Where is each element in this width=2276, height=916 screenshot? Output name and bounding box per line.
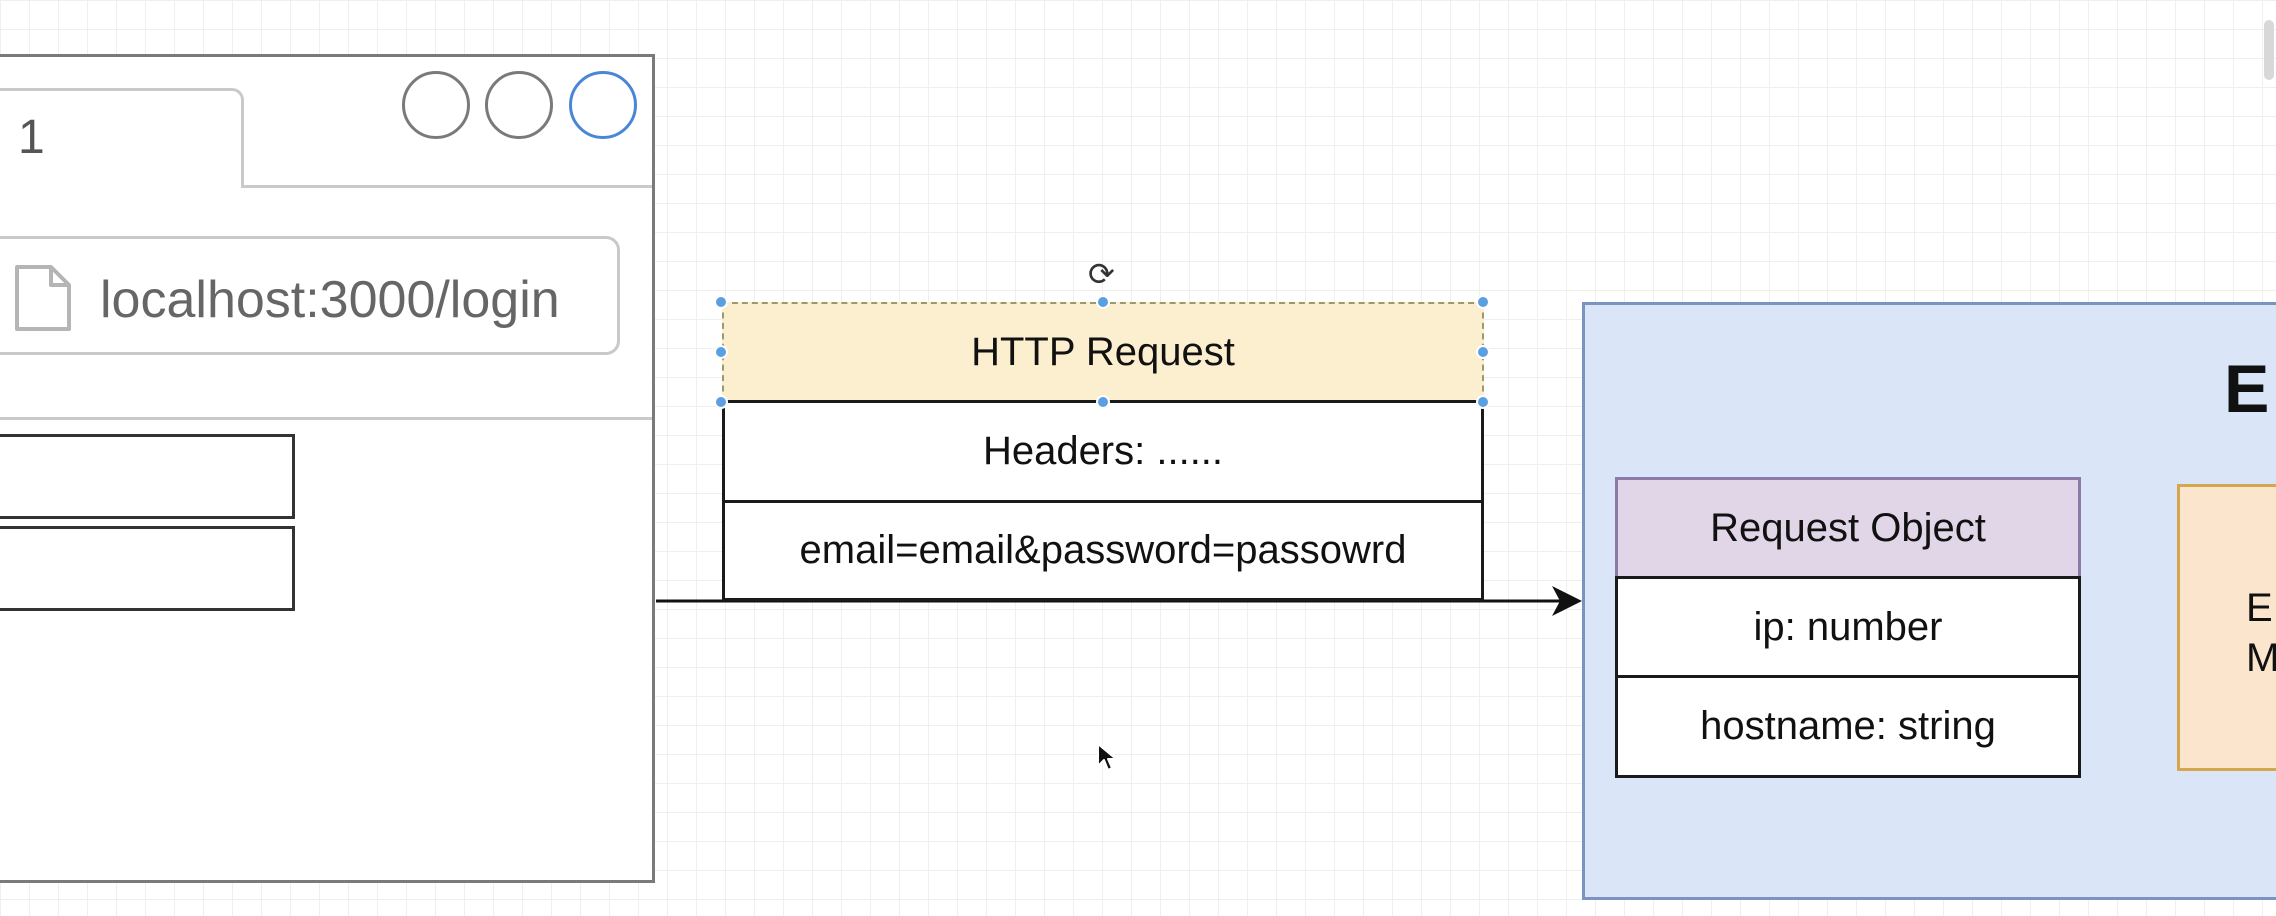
http-headers-row[interactable]: Headers: ...... — [722, 400, 1484, 503]
window-button-circle[interactable] — [402, 71, 470, 139]
request-object-title[interactable]: Request Object — [1615, 477, 2081, 579]
express-title: E — [2224, 351, 2270, 427]
selection-handle[interactable] — [1476, 295, 1490, 309]
url-text: localhost:3000/login — [100, 271, 560, 329]
browser-tab[interactable] — [0, 88, 244, 188]
tab-strip-divider — [242, 185, 652, 188]
window-button-circle[interactable] — [485, 71, 553, 139]
scrollbar-thumb[interactable] — [2264, 20, 2274, 80]
selection-handle[interactable] — [1476, 345, 1490, 359]
selection-handle[interactable] — [1096, 295, 1110, 309]
email-input-field[interactable] — [0, 434, 295, 519]
page-icon — [15, 265, 71, 331]
password-input-field[interactable] — [0, 526, 295, 611]
window-button-circle-active[interactable] — [569, 71, 637, 139]
http-request-title[interactable]: HTTP Request — [722, 302, 1484, 402]
selection-handle[interactable] — [714, 395, 728, 409]
selection-handle[interactable] — [714, 295, 728, 309]
selection-handle[interactable] — [1476, 395, 1490, 409]
express-middleware-box[interactable] — [2177, 484, 2276, 771]
mouse-cursor-icon — [1097, 743, 1117, 771]
http-body-row[interactable]: email=email&password=passowrd — [722, 500, 1484, 601]
express-middleware-label: E M — [2246, 586, 2276, 680]
address-bar[interactable] — [0, 236, 620, 355]
rotate-handle-icon[interactable]: ⟳ — [1088, 255, 1115, 293]
selection-handle[interactable] — [714, 345, 728, 359]
request-field-ip[interactable]: ip: number — [1615, 576, 2081, 678]
arrowhead — [1552, 586, 1582, 616]
browser-tab-label: 1 — [18, 111, 45, 164]
page-divider — [0, 417, 652, 420]
selection-handle[interactable] — [1096, 395, 1110, 409]
request-field-hostname[interactable]: hostname: string — [1615, 675, 2081, 778]
